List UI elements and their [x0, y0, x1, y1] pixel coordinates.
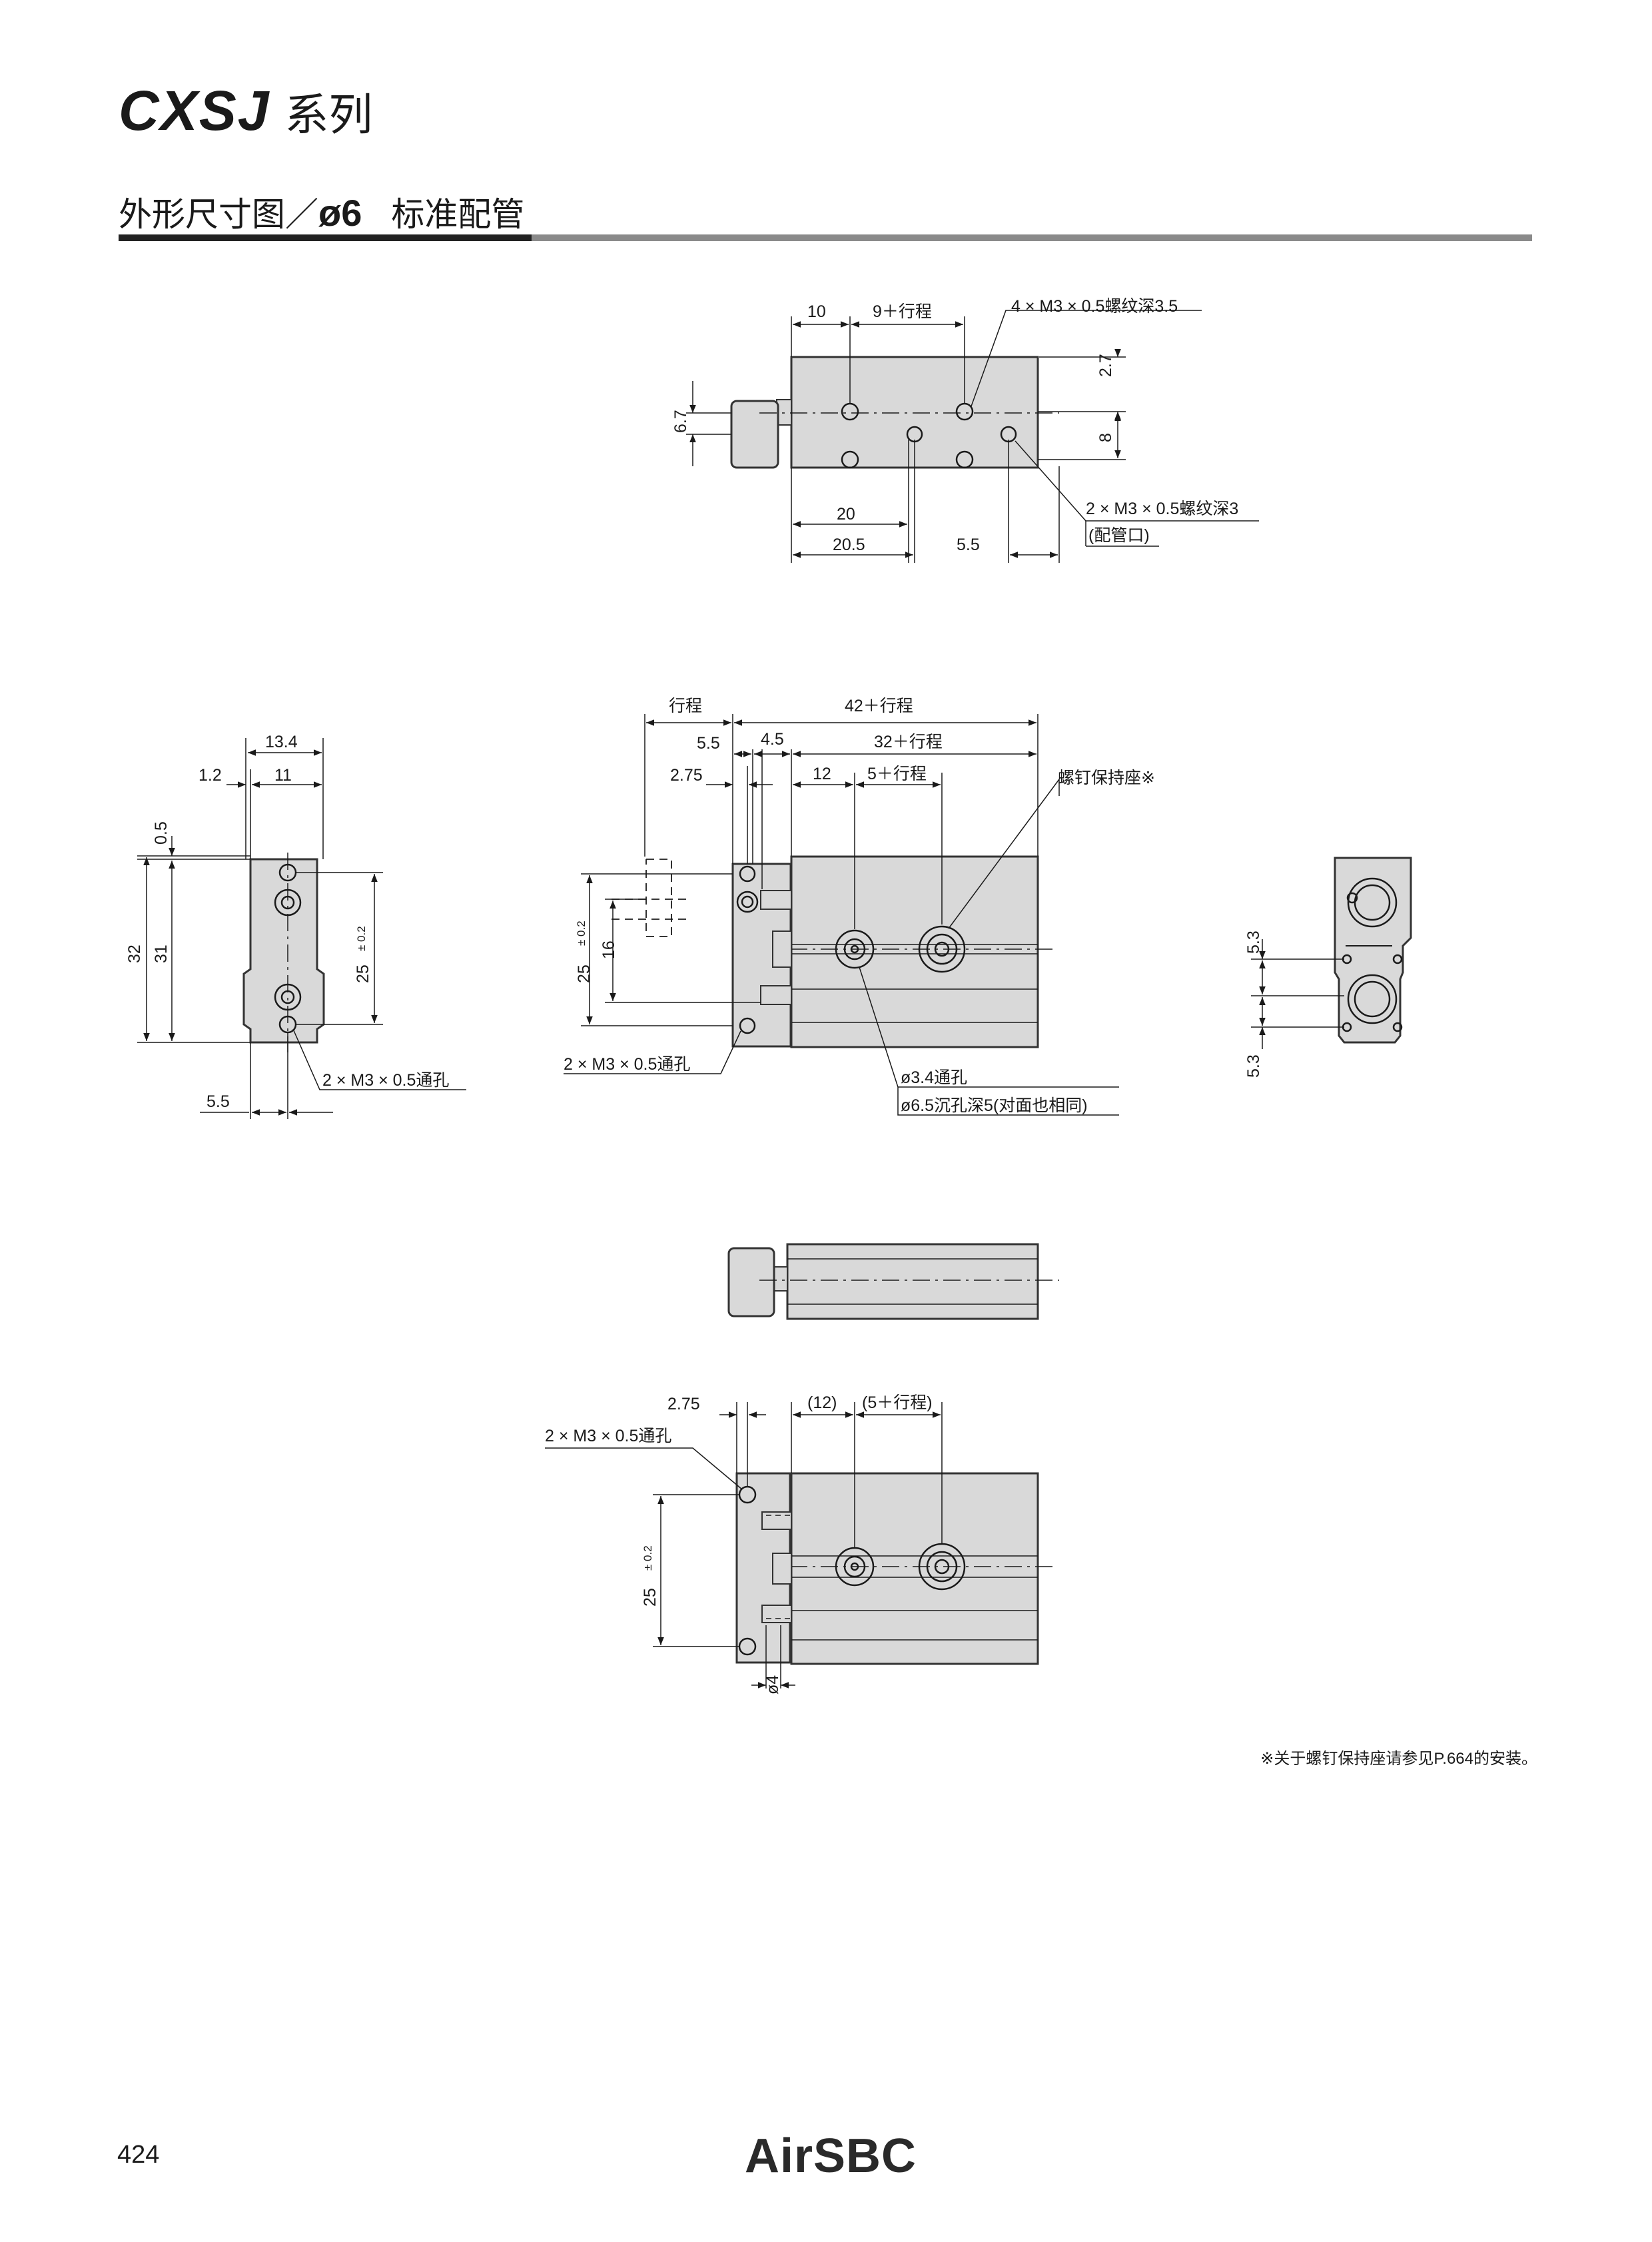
- front-view-body: [790, 855, 1039, 1048]
- dim-top-6-7: 6.7: [671, 410, 690, 433]
- dim-top-8: 8: [1096, 433, 1115, 442]
- dim-top-20: 20: [837, 505, 855, 524]
- dim-front-16: 16: [600, 940, 618, 959]
- dim-front-counterbore: ø6.5沉孔深5(对面也相同): [901, 1096, 1088, 1115]
- dim-right-5-3-top: 5.3: [1244, 931, 1263, 954]
- front-view-mount-holes: [835, 925, 966, 973]
- section-bore: ø6: [318, 192, 362, 234]
- dim-front-tolerance: ± 0.2: [575, 921, 588, 946]
- dim-top-port-note: (配管口): [1088, 526, 1150, 545]
- dim-front-25: 25: [575, 964, 594, 983]
- dim-front-screw-seat: 螺钉保持座※: [1058, 769, 1155, 787]
- dim-left-holes: 2 × M3 × 0.5通孔: [322, 1071, 449, 1090]
- dim-left-31: 31: [152, 944, 171, 963]
- dim-front-4-5: 4.5: [761, 730, 784, 749]
- dim-front-12: 12: [813, 765, 831, 783]
- left-side-view: [137, 738, 466, 1119]
- dim-front-5-stroke: 5＋行程: [867, 765, 927, 783]
- series-code: CXSJ: [119, 79, 270, 142]
- footnote: ※关于螺钉保持座请参见P.664的安装。: [1260, 1750, 1537, 1768]
- dim-left-0-5: 0.5: [152, 821, 171, 845]
- dim-bottom-2-75: 2.75: [667, 1395, 700, 1413]
- top-view-end-plate: [730, 400, 779, 469]
- dim-left-13-4: 13.4: [265, 733, 298, 751]
- dim-bottom-5-stroke: (5＋行程): [862, 1393, 933, 1412]
- dim-bottom-tolerance: ± 0.2: [641, 1545, 654, 1571]
- dim-top-port: 2 × M3 × 0.5螺纹深3: [1086, 500, 1238, 518]
- brand-logo: AirSBC: [745, 2129, 917, 2183]
- dim-bottom-25: 25: [641, 1588, 659, 1607]
- dim-left-25: 25: [354, 964, 372, 983]
- dim-top-2-7: 2.7: [1096, 354, 1115, 377]
- dim-top-20-5: 20.5: [833, 536, 865, 554]
- dim-top-5-5: 5.5: [957, 536, 980, 554]
- section-title: 外形尺寸图／ø6 标准配管: [119, 188, 524, 236]
- right-side-view: [1251, 857, 1412, 1049]
- dim-left-32: 32: [125, 944, 144, 963]
- dim-front-holes: 2 × M3 × 0.5通孔: [564, 1055, 690, 1074]
- dim-bottom-holes: 2 × M3 × 0.5通孔: [545, 1427, 671, 1445]
- dim-front-42-stroke: 42＋行程: [845, 697, 913, 715]
- front-view: [564, 714, 1119, 1116]
- dim-right-5-3-bottom: 5.3: [1244, 1054, 1263, 1078]
- dim-front-32-stroke: 32＋行程: [874, 733, 943, 751]
- dim-front-2-75: 2.75: [670, 766, 703, 785]
- left-view-body: [242, 858, 325, 1044]
- dim-front-stroke: 行程: [669, 697, 702, 715]
- section-rule-grey: [532, 234, 1532, 241]
- dim-front-thru-hole: ø3.4通孔: [901, 1068, 967, 1087]
- dim-left-11: 11: [274, 766, 292, 785]
- top-view-2-body: [786, 1243, 1039, 1320]
- dim-top-9-stroke: 9＋行程: [873, 302, 932, 321]
- section-suffix: 标准配管: [391, 196, 525, 233]
- section-prefix: 外形尺寸图／: [119, 196, 318, 233]
- dim-left-1-2: 1.2: [199, 766, 222, 785]
- dim-top-10: 10: [807, 302, 826, 321]
- dim-front-5-5: 5.5: [697, 734, 720, 753]
- dim-bottom-12: (12): [807, 1393, 837, 1412]
- top-view: [686, 310, 1259, 563]
- bottom-view-body: [790, 1472, 1039, 1665]
- right-view-body: [1334, 857, 1412, 1044]
- top-view-2: [727, 1243, 1059, 1320]
- dim-bottom-4: ø4: [763, 1675, 782, 1694]
- page-number: 424: [117, 2141, 160, 2169]
- dim-left-5-5: 5.5: [206, 1092, 230, 1111]
- dim-left-tolerance: ± 0.2: [355, 926, 368, 951]
- front-view-plate-holes: [736, 865, 759, 1034]
- section-rule-dark: [119, 234, 532, 241]
- top-view-2-end-plate: [727, 1247, 775, 1317]
- series-title: CXSJ 系列: [119, 79, 372, 143]
- series-suffix: 系列: [284, 90, 373, 139]
- bottom-view: [545, 1402, 1052, 1688]
- dim-top-tap-holes: 4 × M3 × 0.5螺纹深3.5: [1011, 297, 1178, 316]
